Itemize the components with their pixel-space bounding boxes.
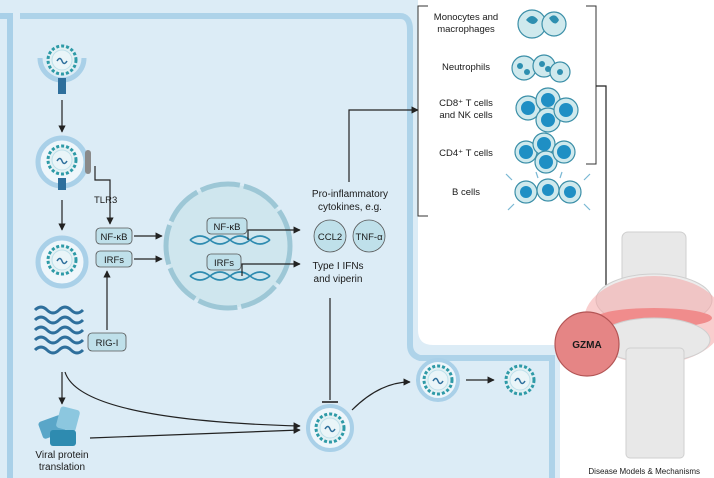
journal-credit: Disease Models & Mechanisms (588, 467, 700, 476)
tnfa-circle (352, 219, 386, 253)
monocytes-label-line2: macrophages (437, 24, 495, 35)
cd8-nk-cell-icon (515, 87, 579, 133)
type1-label-line2: and viperin (314, 274, 363, 285)
neutrophils-label: Neutrophils (442, 62, 490, 73)
gzma-label: GZMA (572, 340, 601, 351)
neutrophil-icon (511, 54, 571, 83)
nucleus-irfs-label: IRFs (214, 258, 234, 269)
cd8-label-line2: and NK cells (439, 110, 493, 121)
nucleus-irfs-box (206, 253, 242, 271)
bcells-label: B cells (452, 187, 480, 198)
endocytosis-pit-1 (37, 44, 87, 94)
nucleus (163, 181, 293, 311)
rigi-box (87, 332, 127, 352)
translation-label-line2: translation (39, 462, 85, 473)
receptor-icon (58, 78, 66, 94)
nucleus-nfkb-box (206, 217, 248, 235)
tnfa-label: TNF-α (355, 232, 383, 243)
dna-icon (189, 235, 271, 281)
released-virus (504, 364, 536, 396)
proinflammatory-label-line2: cytokines, e.g. (318, 202, 382, 213)
translation-label-line1: Viral protein (35, 450, 88, 461)
monocyte-icon (517, 9, 567, 39)
viral-rna-icon (33, 305, 85, 355)
ccl2-label: CCL2 (318, 232, 342, 243)
tlr3-label: TLR3 (94, 195, 117, 206)
irfs-label: IRFs (104, 255, 124, 266)
nucleus-nfkb-label: NF-κB (214, 222, 241, 233)
proinflammatory-label-line1: Pro-inflammatory (312, 189, 388, 200)
irfs-box (95, 250, 133, 268)
assembling-virus (306, 404, 354, 452)
viral-protein-icon (38, 406, 80, 446)
rigi-label: RIG-I (96, 338, 119, 349)
cd8-label-line1: CD8⁺ T cells (439, 98, 493, 109)
endosome-1 (35, 135, 91, 190)
joint-icon (584, 231, 714, 459)
monocytes-label-line1: Monocytes and (434, 12, 498, 23)
gzma-circle (554, 311, 620, 377)
endosome-2 (35, 235, 89, 289)
cd4-label: CD4⁺ T cells (439, 148, 493, 159)
tlr3-receptor-icon (85, 150, 91, 174)
type1-label-line1: Type I IFNs (312, 261, 363, 272)
nfkb-label: NF-κB (101, 232, 128, 243)
budding-virus (416, 358, 460, 402)
b-cell-icon (505, 171, 591, 211)
nfkb-box (95, 227, 133, 245)
cd4-cell-icon (514, 132, 576, 174)
ccl2-circle (313, 219, 347, 253)
